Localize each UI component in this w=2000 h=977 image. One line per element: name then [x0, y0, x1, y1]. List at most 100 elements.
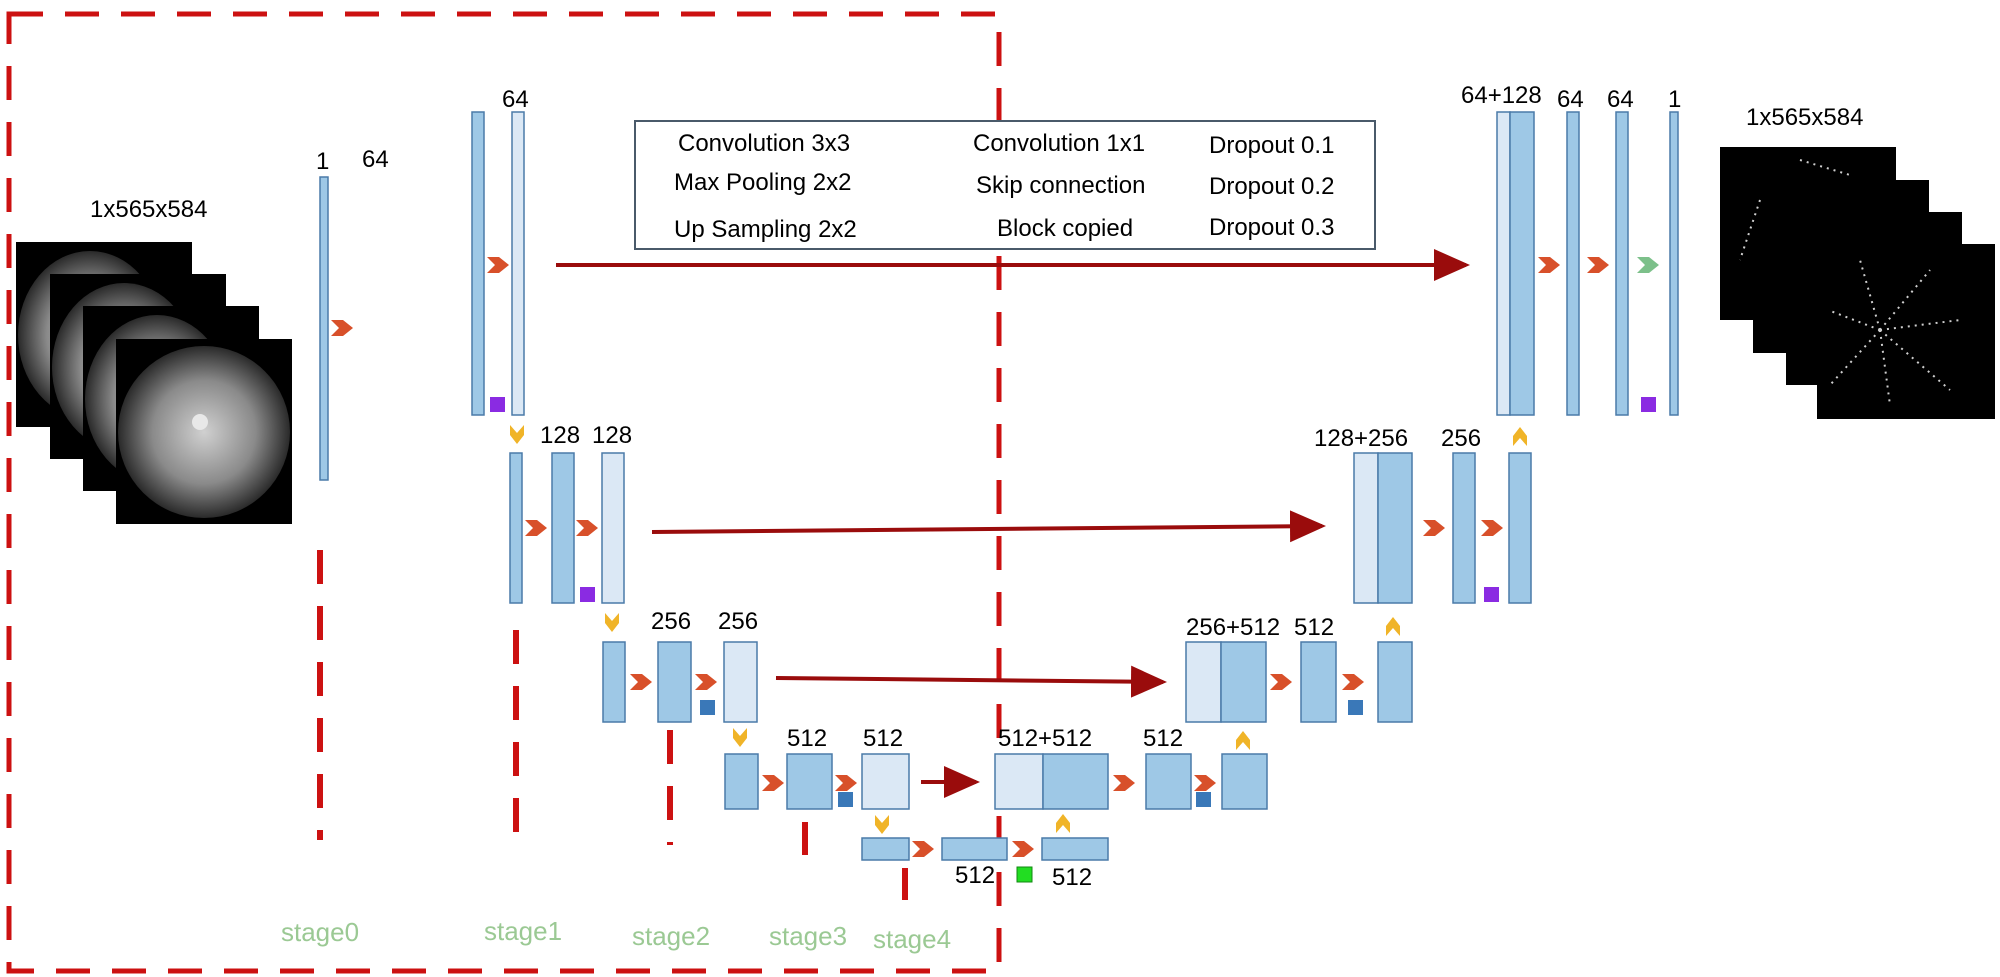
dropout-0.2-marker: [838, 792, 853, 807]
conv3x3-icon: [331, 320, 353, 336]
encoder-region-box: [6, 11, 1002, 974]
block-dec2-copied: [1353, 452, 1379, 604]
block-dec3-copied: [1185, 641, 1222, 723]
block-stage2-c: [601, 452, 625, 604]
conv3x3-icon: [487, 257, 509, 273]
dec4-channels: 512: [1143, 725, 1184, 752]
conv3x3-icon: [1587, 257, 1609, 273]
dec2-channels: 256: [1441, 425, 1482, 452]
conv3x3-icon: [912, 841, 934, 857]
conv3x3-icon: [835, 775, 857, 791]
block-stage2-b: [551, 452, 575, 604]
block-dec2-b: [1508, 452, 1532, 604]
block-stage4-a: [724, 753, 759, 810]
bottleneck-channels-a: 512: [955, 862, 996, 889]
block-stage0: [319, 176, 329, 481]
block-stage3-a: [602, 641, 626, 723]
skip-connection-arrow-3: [775, 665, 1167, 698]
stage3-label: stage3: [769, 921, 848, 951]
dec1-channels-b: 64: [1607, 86, 1634, 113]
stage1-label: stage1: [484, 916, 563, 946]
legend-dropout3-label: Dropout 0.3: [1209, 214, 1335, 241]
stage3-channels-b: 256: [718, 608, 759, 635]
dropout-0.2-marker: [1196, 792, 1211, 807]
block-dec3-up: [1220, 641, 1267, 723]
block-dec2-up: [1377, 452, 1413, 604]
legend-copied-label: Block copied: [997, 215, 1134, 242]
legend-conv1x1-label: Convolution 1x1: [973, 130, 1146, 157]
block-stage2-a: [509, 452, 523, 604]
max-pooling-icon: [733, 728, 747, 747]
up-sampling-icon: [1056, 814, 1070, 833]
dropout-0.1-marker: [580, 587, 595, 602]
dropout-0.1-marker: [1484, 587, 1499, 602]
stage2-channels-b: 128: [592, 422, 633, 449]
block-dec4-up: [1042, 753, 1109, 810]
legend-dropout1-label: Dropout 0.1: [1209, 132, 1335, 159]
conv3x3-icon: [1012, 841, 1034, 857]
block-bottleneck-b: [941, 837, 1008, 861]
max-pooling-icon: [875, 815, 889, 834]
block-dec1-a: [1566, 111, 1580, 416]
conv3x3-icon: [1194, 775, 1216, 791]
block-stage1-b: [511, 111, 525, 416]
output-image-stack: [1720, 147, 1995, 419]
dec4-concat-label: 512+512: [998, 725, 1093, 752]
block-stage4-c: [861, 753, 910, 810]
up-sampling-icon: [1386, 617, 1400, 636]
conv3x3-icon: [1113, 775, 1135, 791]
skip-connection-arrow-2: [651, 510, 1326, 543]
conv3x3-icon: [1538, 257, 1560, 273]
conv3x3-icon: [525, 520, 547, 536]
dropout-0.1-marker: [1641, 397, 1656, 412]
dec1-channels-a: 64: [1557, 86, 1584, 113]
block-bottleneck-a: [861, 837, 910, 861]
block-dec4-copied: [994, 753, 1044, 810]
stage0-in-channels: 1: [316, 148, 330, 175]
conv3x3-icon: [1423, 520, 1445, 536]
block-dec3-b: [1377, 641, 1413, 723]
max-pooling-icon: [605, 613, 619, 632]
block-dec3-a: [1300, 641, 1337, 723]
block-dec1-out: [1669, 111, 1679, 416]
legend-dropout2-label: Dropout 0.2: [1209, 173, 1335, 200]
block-bottleneck-c: [1041, 837, 1109, 861]
conv1x1-icon: [1637, 257, 1659, 273]
conv3x3-icon: [695, 674, 717, 690]
legend-conv3x3-label: Convolution 3x3: [678, 130, 851, 157]
dropout-0.2-marker: [1348, 700, 1363, 715]
legend-maxpool-label: Max Pooling 2x2: [674, 169, 852, 196]
block-dec1-copied: [1496, 111, 1511, 416]
block-dec4-a: [1145, 753, 1192, 810]
output-size-label: 1x565x584: [1746, 104, 1864, 131]
dec3-concat-label: 256+512: [1186, 614, 1281, 641]
block-dec1-b: [1615, 111, 1629, 416]
input-size-label: 1x565x584: [90, 196, 208, 223]
dropout-0.3-marker: [1016, 866, 1033, 883]
stage4-channels-a: 512: [787, 725, 828, 752]
block-stage3-b: [657, 641, 692, 723]
legend-box: [634, 120, 1376, 250]
block-dec1-up: [1509, 111, 1535, 416]
dropout-0.2-marker: [700, 700, 715, 715]
stage0-label: stage0: [281, 917, 360, 947]
block-dec2-a: [1452, 452, 1476, 604]
legend-skip-label: Skip connection: [976, 172, 1146, 199]
max-pooling-icon: [510, 425, 524, 444]
block-dec4-b: [1221, 753, 1268, 810]
dec3-channels: 512: [1294, 614, 1335, 641]
block-stage4-b: [786, 753, 833, 810]
stage0-out-channels: 64: [362, 146, 389, 173]
conv3x3-icon: [1342, 674, 1364, 690]
dec1-channels-out: 1: [1668, 86, 1682, 113]
stage2-channels-a: 128: [540, 422, 581, 449]
conv3x3-icon: [1481, 520, 1503, 536]
stage2-label: stage2: [632, 921, 711, 951]
stage4-label: stage4: [873, 924, 952, 954]
stage1-channels: 64: [502, 86, 529, 113]
up-sampling-icon: [1513, 427, 1527, 446]
bottleneck-channels-b: 512: [1052, 864, 1093, 891]
legend-upsample-label: Up Sampling 2x2: [674, 216, 857, 243]
input-image-stack: [16, 242, 292, 524]
